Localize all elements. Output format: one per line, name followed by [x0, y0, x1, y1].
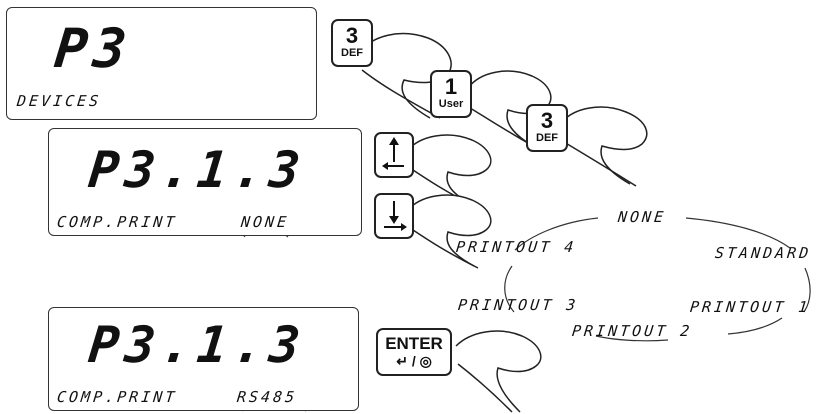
option-printout-4: PRINTOUT 4 — [455, 238, 578, 256]
option-printout-1: PRINTOUT 1 — [689, 298, 812, 316]
enter-button[interactable]: ENTER ↵ / ◎ — [376, 328, 452, 376]
key-3-def-button[interactable]: 3 DEF — [331, 19, 373, 67]
option-standard: STANDARD — [714, 244, 813, 262]
key-letters: DEF — [341, 47, 363, 59]
key-letters: User — [438, 98, 464, 110]
lcd-sub-label: COMP.PRINT — [56, 388, 179, 406]
finger-icon — [455, 330, 542, 413]
option-printout-3: PRINTOUT 3 — [457, 296, 580, 314]
lcd-sub-value: NONE — [240, 213, 291, 231]
key-3-def-button[interactable]: 3 DEF — [526, 104, 568, 152]
option-printout-2: PRINTOUT 2 — [571, 322, 694, 340]
lcd-main-value: P3 — [51, 17, 136, 80]
lcd-screen-p3: P3 DEVICES — [6, 7, 317, 120]
option-none: NONE — [617, 208, 668, 226]
lcd-screen-comp-print-rs485: P3.1.3 COMP.PRINT RS485 — [48, 307, 359, 411]
key-number: 3 — [540, 108, 554, 133]
lcd-sub-label: DEVICES — [16, 92, 103, 110]
arrow-down-button[interactable] — [374, 193, 414, 239]
key-letters: DEF — [536, 132, 558, 144]
key-1-user-button[interactable]: 1 User — [430, 70, 472, 118]
enter-label: ENTER — [385, 334, 443, 353]
finger-icon — [407, 194, 492, 269]
enter-return-icon: ↵ — [396, 353, 408, 369]
arrow-down-right-icon — [384, 201, 407, 231]
arrow-up-enter-icon — [382, 137, 404, 170]
arrow-up-button[interactable] — [374, 132, 414, 178]
key-number: 3 — [345, 23, 359, 48]
enter-separator: / — [411, 353, 416, 369]
lcd-screen-comp-print-none: P3.1.3 COMP.PRINT NONE — [48, 128, 362, 236]
finger-icon — [561, 106, 648, 187]
enter-target-icon: ◎ — [419, 353, 432, 369]
lcd-sub-value: RS485 — [236, 388, 299, 406]
key-number: 1 — [444, 74, 458, 99]
lcd-main-value: P3.1.3 — [85, 316, 309, 374]
lcd-main-value: P3.1.3 — [85, 141, 309, 199]
lcd-sub-label: COMP.PRINT — [56, 213, 179, 231]
options-loop — [504, 217, 811, 342]
